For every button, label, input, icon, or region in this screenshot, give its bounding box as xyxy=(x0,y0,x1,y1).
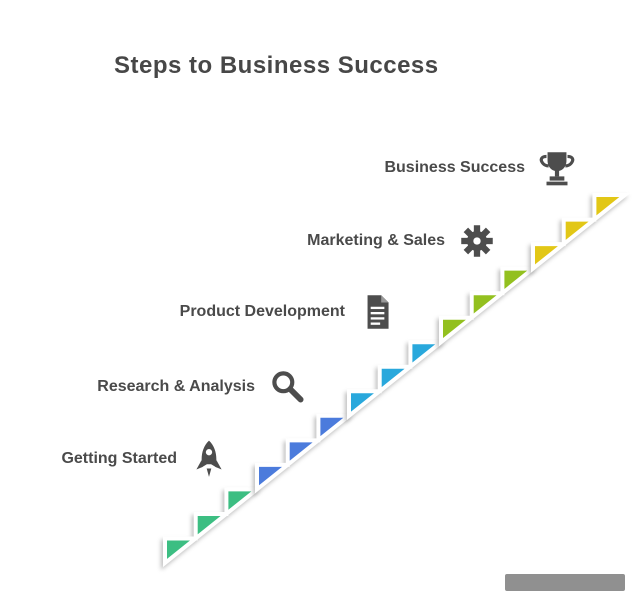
level-row-4: Marketing & Sales xyxy=(307,219,498,263)
step-label-2: Research & Analysis xyxy=(97,378,255,395)
stair-step-2 xyxy=(255,413,355,494)
level-row-1: Getting Started xyxy=(61,437,230,481)
level-row-3: Product Development xyxy=(180,290,398,334)
stair-step-5 xyxy=(531,193,631,273)
stair-step-4 xyxy=(439,266,539,347)
step-label-3: Product Development xyxy=(179,303,345,320)
watermark-bar xyxy=(505,574,625,591)
document-icon xyxy=(367,295,389,329)
step-label-5: Business Success xyxy=(384,159,525,176)
level-row-5: Business Success xyxy=(384,146,578,190)
level-row-2: Research & Analysis xyxy=(97,365,308,409)
step-label-1: Getting Started xyxy=(61,450,177,467)
gear-icon xyxy=(461,225,493,257)
step-label-4: Marketing & Sales xyxy=(307,232,445,249)
stair-step-1 xyxy=(163,487,263,568)
trophy-icon xyxy=(539,152,575,186)
rocket-icon xyxy=(196,440,222,477)
magnifier-icon xyxy=(272,371,304,403)
page-title: Steps to Business Success xyxy=(114,52,439,79)
stair-step-3 xyxy=(347,340,447,420)
